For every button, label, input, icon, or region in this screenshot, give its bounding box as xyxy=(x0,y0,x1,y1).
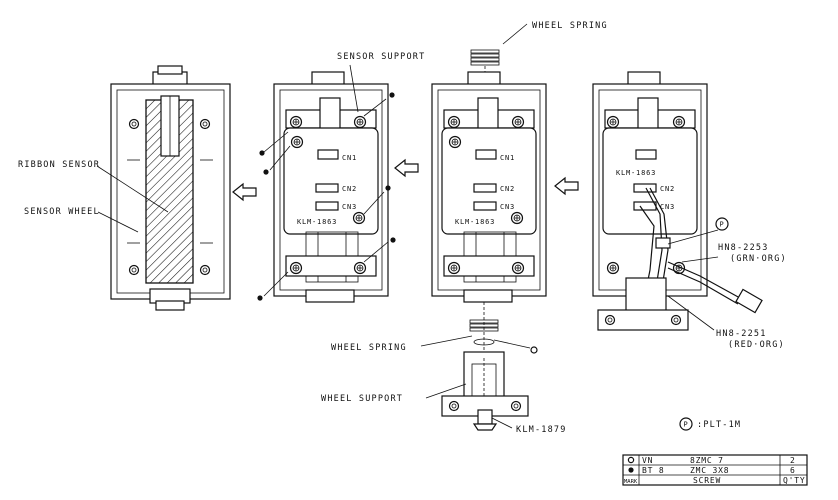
board-1-name: KLM-1863 xyxy=(297,218,337,226)
screw-row-1-spec: 8ZMC 7 xyxy=(690,456,724,465)
wheel-spring-bottom-label: WHEEL SPRING xyxy=(331,343,407,353)
ribbon-sensor-label: RIBBON SENSOR xyxy=(18,160,100,170)
sensor-support-label: SENSOR SUPPORT xyxy=(337,52,425,62)
screw-mark-dot-icon xyxy=(628,467,634,473)
board-1-cn3: CN3 xyxy=(342,203,357,211)
screw-row-1-qty: 2 xyxy=(790,456,796,465)
harness-1-label: HN8-2253 xyxy=(718,243,769,253)
screw-row-2-spec: ZMC 3X8 xyxy=(690,466,729,475)
klm-1879-label: KLM-1879 xyxy=(516,425,567,435)
screw-mark-circle-icon xyxy=(627,456,635,464)
p-note-text: :PLT-1M xyxy=(697,420,741,430)
board-2-cn3: CN3 xyxy=(500,203,515,211)
harness-1-color: (GRN·ORG) xyxy=(730,254,787,264)
unit-harness xyxy=(592,71,763,331)
wheel-support xyxy=(441,351,529,431)
screw-row-2-type: BT 8 xyxy=(642,466,664,475)
board-2-name: KLM-1863 xyxy=(455,218,495,226)
unit-wheel-assembly xyxy=(420,23,547,431)
board-3-name: KLM-1863 xyxy=(616,169,656,177)
wheel-support-label: WHEEL SUPPORT xyxy=(321,394,403,404)
p-note-symbol xyxy=(679,417,693,431)
wheel-spring-top xyxy=(470,49,500,66)
board-2-cn1: CN1 xyxy=(500,154,515,162)
harness-2-label: HN8-2251 xyxy=(716,329,767,339)
board-2-cn2: CN2 xyxy=(500,185,515,193)
screw-row-2-qty: 6 xyxy=(790,466,796,475)
sensor-wheel-label: SENSOR WHEEL xyxy=(24,207,100,217)
harness-2-color: (RED·ORG) xyxy=(728,340,785,350)
screw-header-qty: Q'TY xyxy=(783,476,805,485)
board-3-cn3: CN3 xyxy=(660,203,675,211)
left-arrow-icon xyxy=(394,158,419,178)
screw-header-mark: MARK xyxy=(624,479,638,485)
screw-row-1-type: VN xyxy=(642,456,653,465)
board-3-cn2: CN2 xyxy=(660,185,675,193)
wheel-spring-top-label: WHEEL SPRING xyxy=(532,21,608,31)
unit-sensor-support xyxy=(257,64,396,303)
p-marker-letter: P xyxy=(720,221,725,229)
screw-table xyxy=(622,454,808,486)
board-1-cn2: CN2 xyxy=(342,185,357,193)
p-note-letter: P xyxy=(684,421,689,429)
left-arrow-icon xyxy=(232,182,257,202)
left-arrow-icon xyxy=(554,176,579,196)
screw-header-name: SCREW xyxy=(693,476,721,485)
board-1-cn1: CN1 xyxy=(342,154,357,162)
unit-sensor-wheel xyxy=(96,65,231,311)
